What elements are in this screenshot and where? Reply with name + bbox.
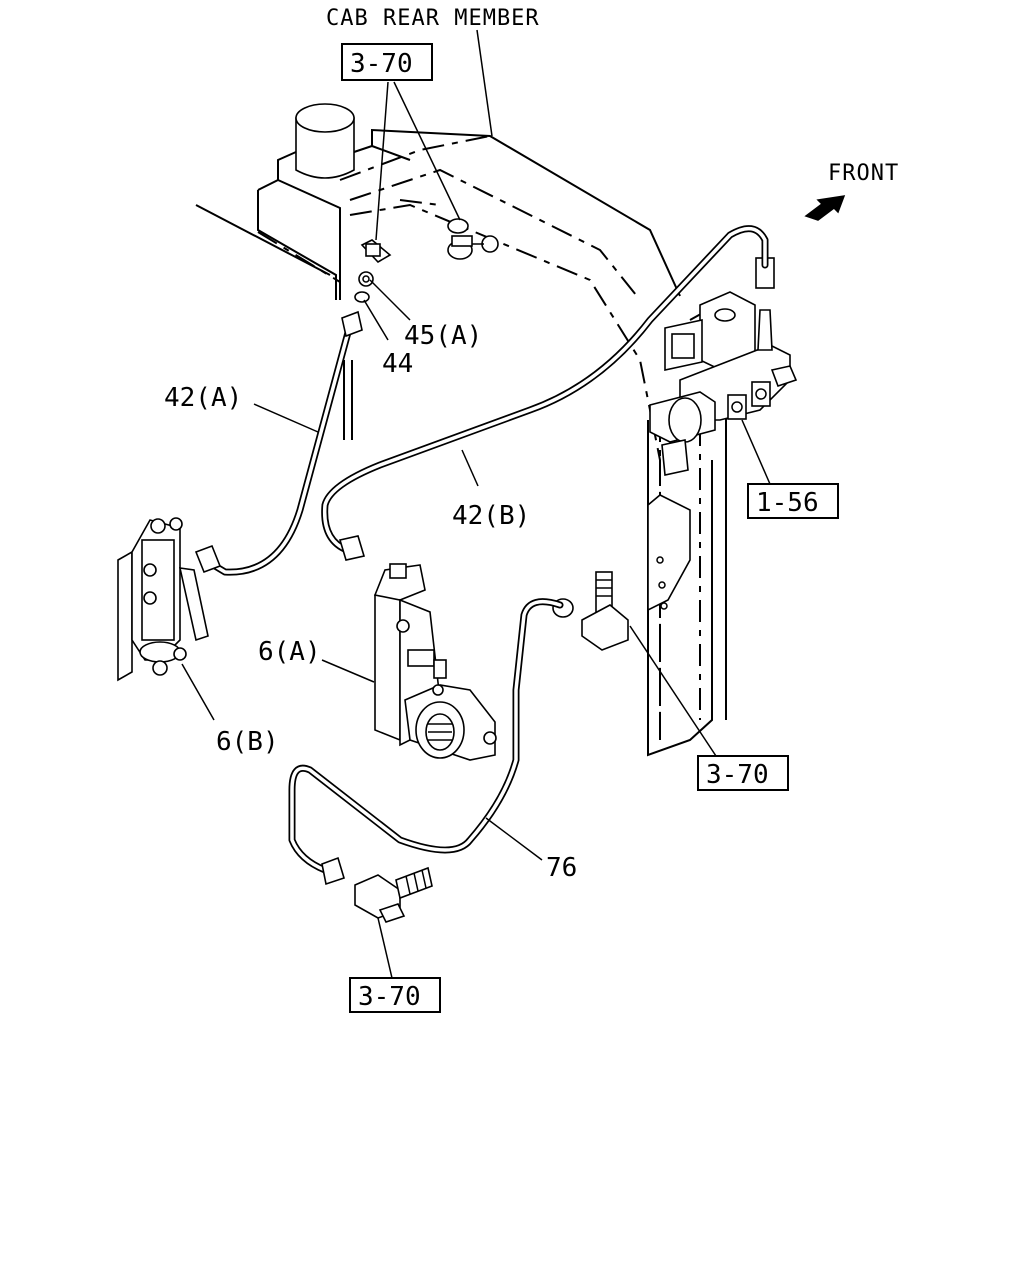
bracket-fitting (552, 571, 629, 651)
callout-44: 44 (382, 349, 413, 379)
leader-lines (181, 29, 771, 979)
ref-bottom-label: 3-70 (358, 982, 421, 1012)
valve-assembly (649, 257, 798, 476)
reservoir-cylinder (295, 103, 355, 179)
ref-top-label: 3-70 (350, 49, 413, 79)
front-label: FRONT (828, 161, 899, 186)
front-arrow-icon (804, 195, 846, 221)
ref-box-top[interactable]: 3-70 (341, 43, 433, 81)
bolt-fittings (354, 218, 499, 303)
valve-6a (373, 563, 497, 761)
callout-42a: 42(A) (164, 383, 242, 413)
ref-mid-right-label: 3-70 (706, 760, 769, 790)
pipes (201, 225, 769, 874)
callout-6a: 6(A) (258, 637, 321, 667)
ref-box-right[interactable]: 1-56 (747, 483, 839, 519)
callout-6b: 6(B) (216, 727, 279, 757)
ref-box-mid-right[interactable]: 3-70 (697, 755, 789, 791)
ref-right-label: 1-56 (756, 488, 819, 518)
pipe-end-fittings (194, 310, 366, 886)
callout-76: 76 (546, 853, 577, 883)
cab-rear-member-label: CAB REAR MEMBER (326, 6, 540, 31)
ref-box-bottom[interactable]: 3-70 (349, 977, 441, 1013)
callout-42b: 42(B) (452, 501, 530, 531)
bottom-tee-fitting (354, 866, 433, 923)
valve-6b (117, 517, 209, 682)
callout-45a: 45(A) (404, 321, 482, 351)
